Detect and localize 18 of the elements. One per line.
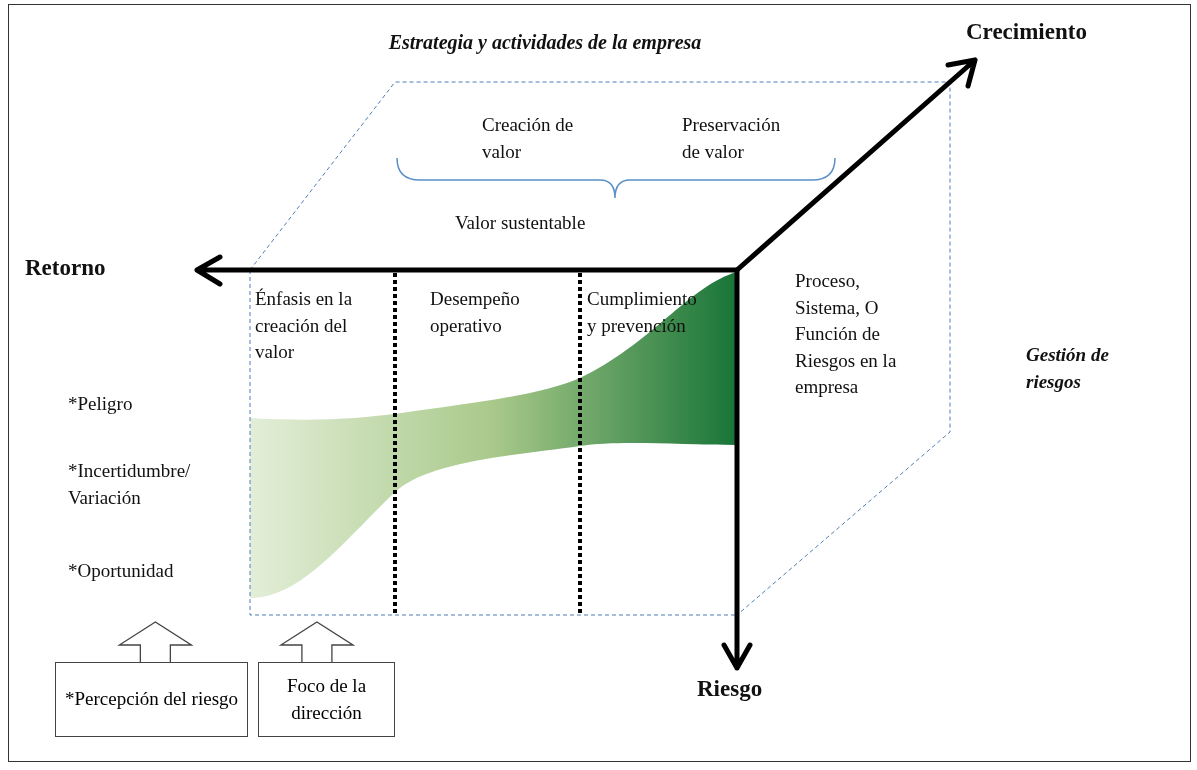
axis-label: Retorno: [25, 255, 106, 280]
text-box: [55, 662, 248, 737]
brace-label: Valor sustentable: [455, 212, 586, 233]
column-label: Énfasis en la creación del valor: [255, 288, 353, 363]
side-heading: Gestión de riesgos: [1026, 344, 1109, 392]
axis-label: Crecimiento: [966, 19, 1087, 44]
box-text: *Percepción del riesgo: [64, 687, 239, 712]
risk-type-label: *Oportunidad: [68, 560, 174, 581]
column-label: Preservación de valor: [682, 114, 781, 162]
axis-label: Riesgo: [697, 676, 763, 701]
side-note: Proceso, Sistema, O Función de Riesgos en la empresa: [795, 270, 897, 398]
column-label: Desempeño operativo: [430, 288, 520, 336]
heading: Estrategia y actividades de la empresa: [388, 31, 702, 53]
column-label: Creación de valor: [482, 114, 574, 162]
risk-type-label: *Peligro: [68, 393, 133, 414]
risk-type-label: *Incertidumbre/ Variación: [68, 460, 191, 508]
text-box: [258, 662, 395, 737]
box-text: Foco de la dirección: [285, 673, 368, 725]
